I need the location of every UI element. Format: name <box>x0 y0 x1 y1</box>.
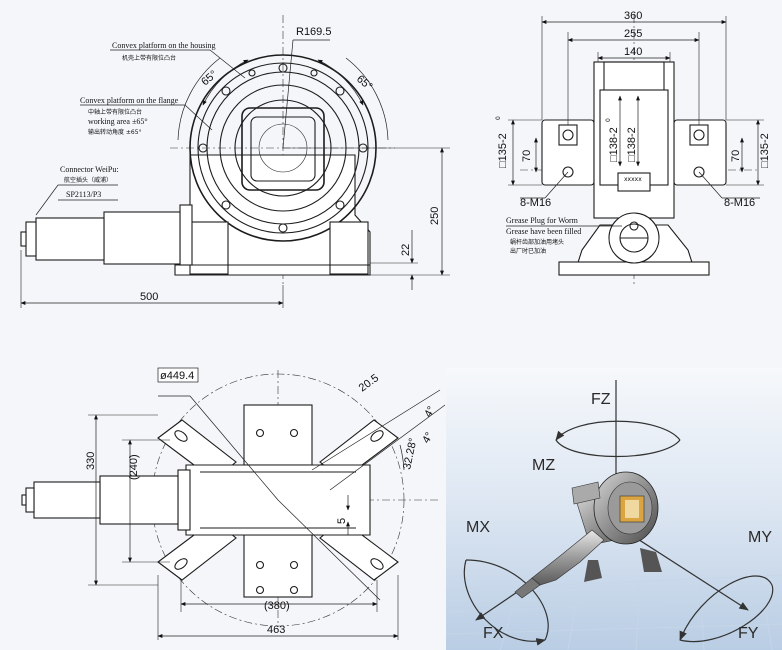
dim-sq-left: □135-2 <box>497 133 509 168</box>
angle-left-label: 65° <box>199 68 219 88</box>
dim-overall: 360 <box>624 10 642 22</box>
axis-label-fy: FY <box>738 625 759 642</box>
side-view: xxxxx 360 255 140 □135-2 0 70 □138- <box>495 10 771 285</box>
note-working-area-cn: 输出转动角度 ±65° <box>88 128 142 136</box>
axis-label-my: MY <box>748 529 772 546</box>
note-convex-housing: Convex platform on the housing <box>112 41 216 50</box>
height-dim-label: 250 <box>429 207 441 225</box>
width-463-label: 463 <box>267 624 285 636</box>
axis-label-fz: FZ <box>591 391 611 408</box>
width-dim-label: 500 <box>140 291 158 303</box>
note-convex-flange: Convex platform on the flange <box>80 96 179 105</box>
base-dim-label: 22 <box>400 244 412 256</box>
note-working-area: working area ±65° <box>88 117 148 126</box>
dim-inner: 140 <box>624 46 642 58</box>
offset-label: 20.5 <box>357 372 381 394</box>
angle-b-label: 4° <box>420 430 436 445</box>
height-330-label: 330 <box>85 452 97 470</box>
note-connector-cn: 航空插头（威浦） <box>64 176 112 184</box>
note-convex-housing-cn: 机壳上带有限位凸台 <box>122 54 176 62</box>
axes-render-panel: FZ MZ MX MY FX FY <box>445 368 782 650</box>
radius-label: R169.5 <box>296 26 331 38</box>
dim-sq-right: □135-2 <box>759 133 771 168</box>
diameter-label: ø449.4 <box>160 370 194 382</box>
dim-h-right: 70 <box>730 150 742 162</box>
label-plate: xxxxx <box>624 176 642 183</box>
grease-note-cn-1: 蜗杆齿部加油用堵头 <box>510 238 564 246</box>
grease-note-2: Grease have been filled <box>506 227 581 236</box>
axis-label-fx: FX <box>483 625 504 642</box>
offset-5-label: 5 <box>336 518 348 524</box>
note-connector: Connector WeiPu: <box>60 165 119 174</box>
dim-sq-center-2: □138-2 <box>626 127 638 162</box>
width-380-label: (380) <box>264 600 290 612</box>
axis-label-mx: MX <box>466 519 490 536</box>
dim-sq-center-1: □138-2 <box>608 127 620 162</box>
height-240-label: (240) <box>128 454 140 480</box>
axis-label-mz: MZ <box>532 457 555 474</box>
bolts-right: 8-M16 <box>724 197 755 209</box>
top-view: ø449.4 20.5 4° 4° 32.28° 330 (240) 5 (38… <box>21 367 446 640</box>
grease-note-cn-2: 出厂时已加油 <box>510 247 546 255</box>
note-convex-flange-cn: 中轴上带有限位凸台 <box>88 108 142 116</box>
front-view: 65° 65° R169.5 Convex platform on the ho… <box>20 15 450 308</box>
note-connector-model: SP2113/P3 <box>66 190 101 199</box>
angle-right-label: 65° <box>354 73 374 93</box>
dim-h-left: 70 <box>521 150 533 162</box>
angle-a-label: 4° <box>422 404 438 419</box>
bolts-left: 8-M16 <box>520 197 551 209</box>
dim-sq-left-tol: 0 <box>495 116 502 120</box>
dim-sq-center-tol: 0 <box>605 118 612 122</box>
dim-mid: 255 <box>624 28 642 40</box>
grease-note-1: Grease Plug for Worm <box>506 216 579 225</box>
